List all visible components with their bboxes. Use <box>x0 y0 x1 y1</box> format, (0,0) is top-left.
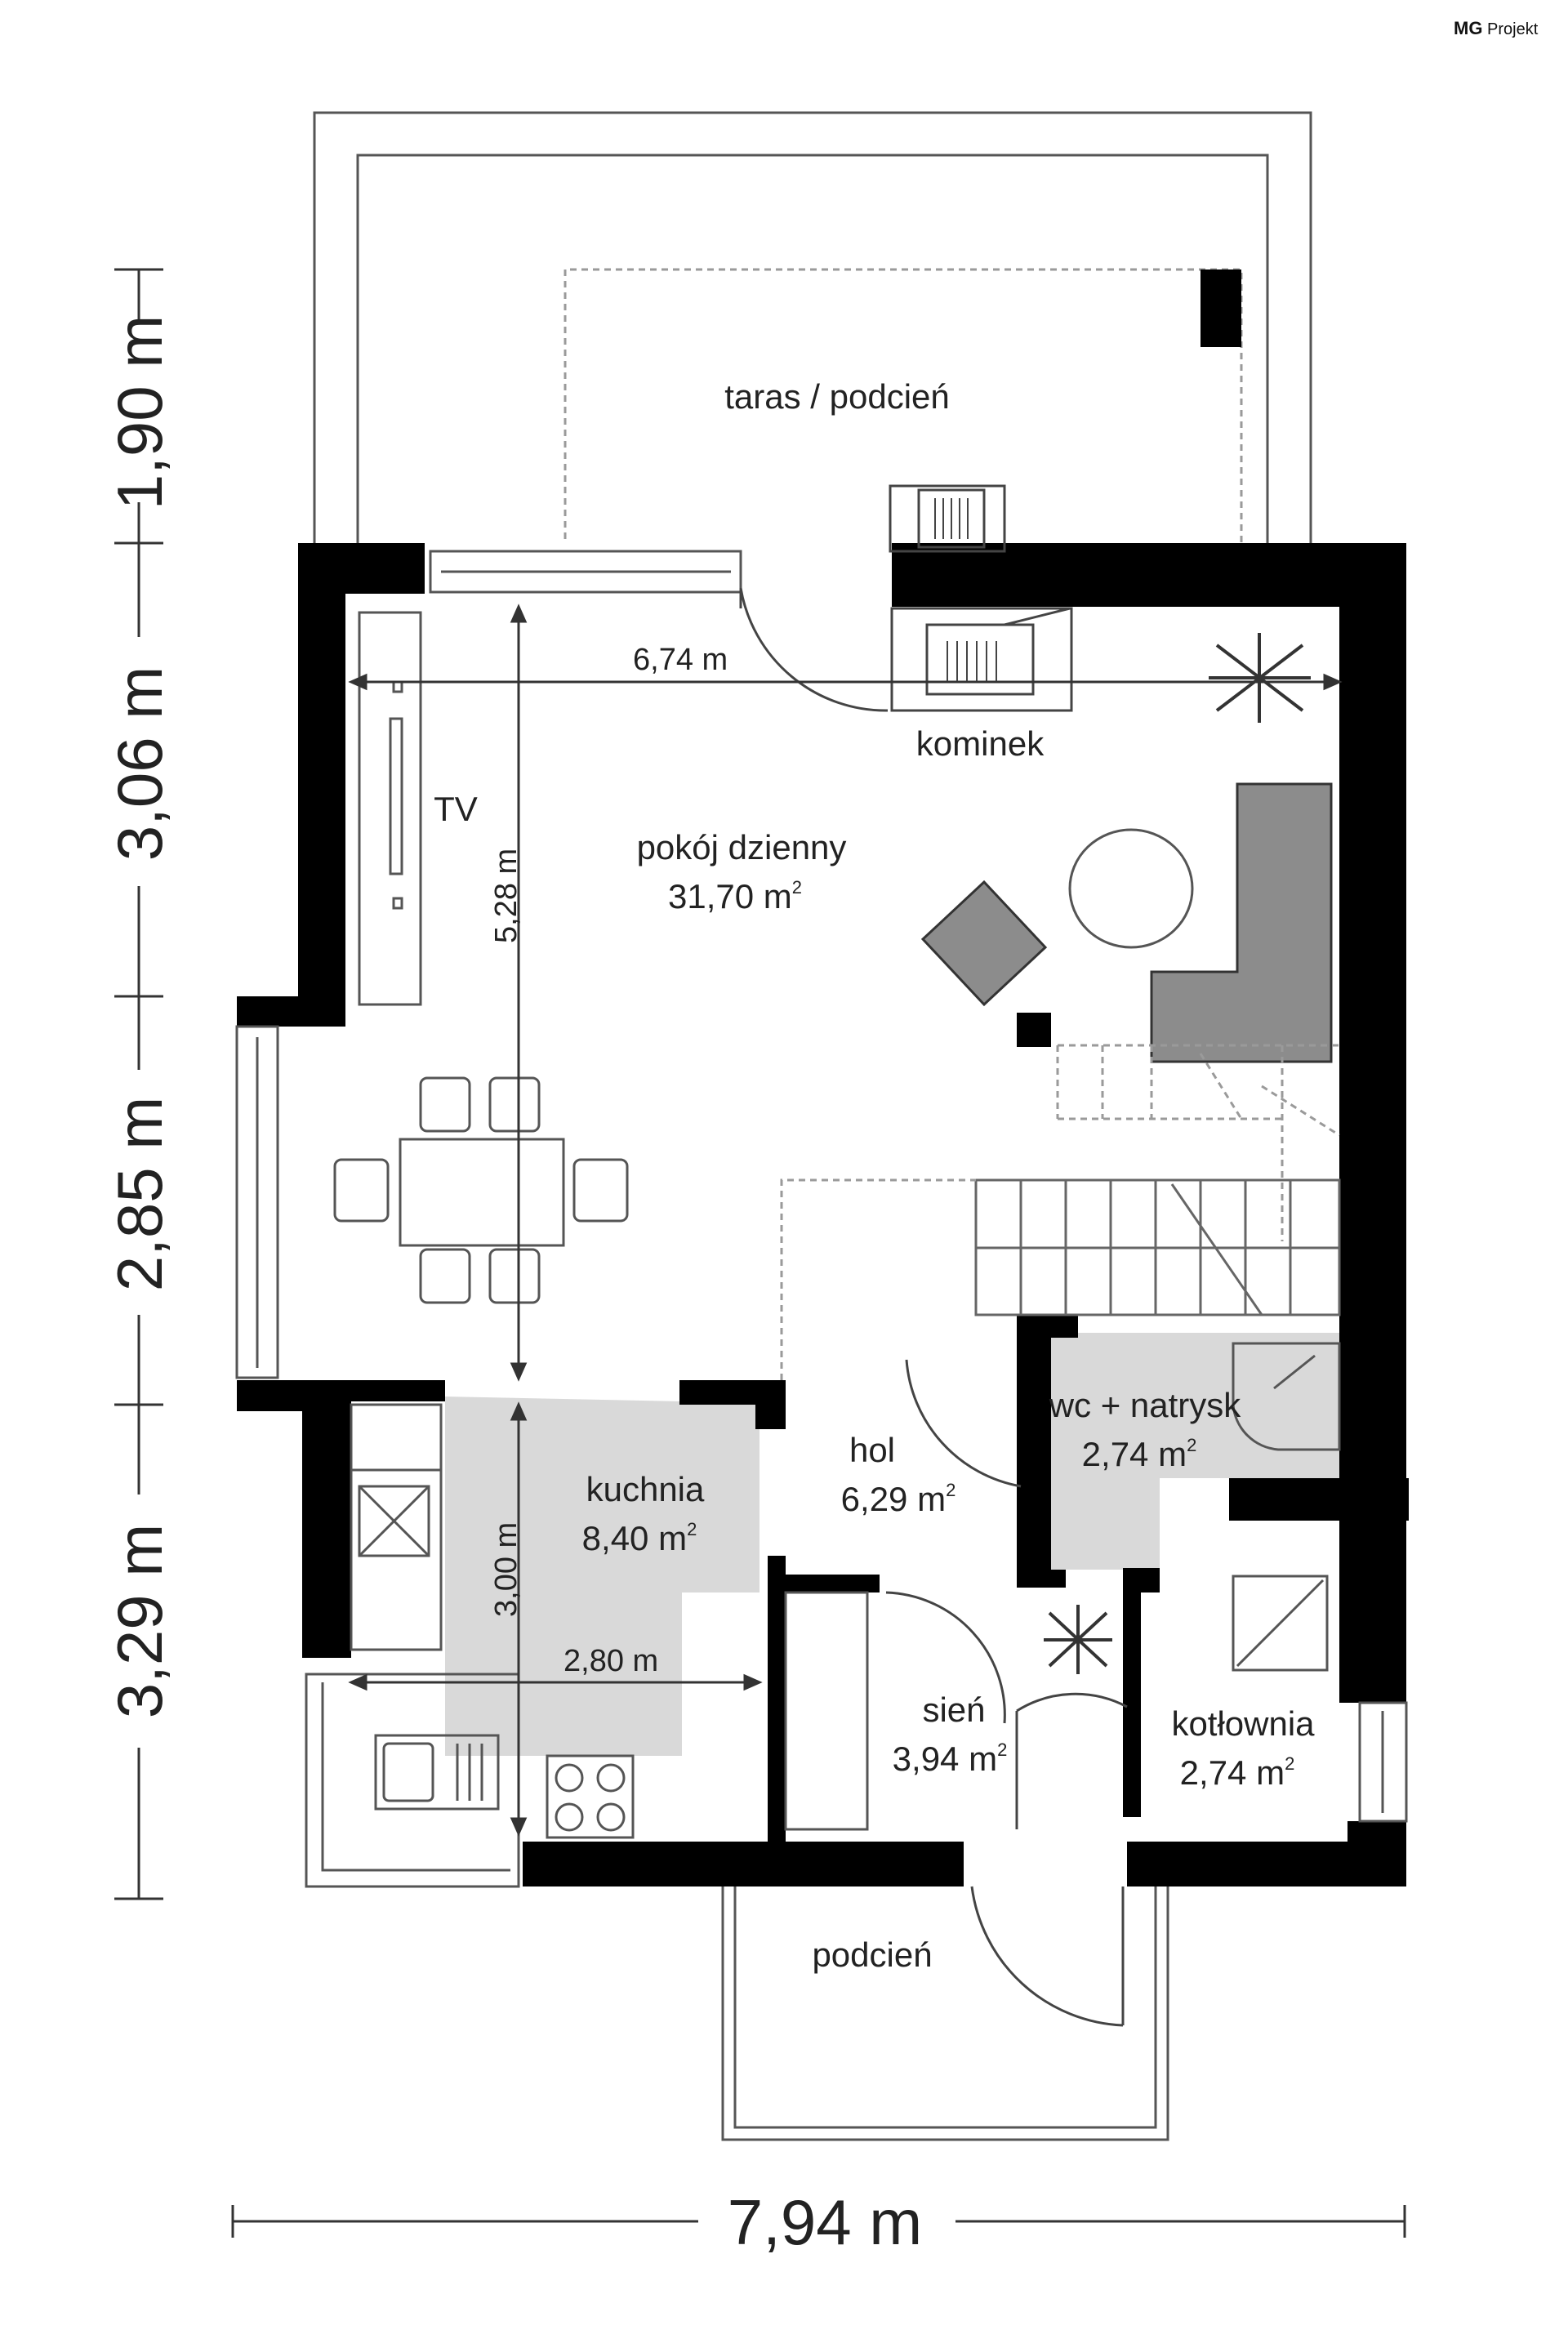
living-depth-label: 5,28 m <box>489 849 523 943</box>
kitchen-floor <box>445 1396 760 1756</box>
living-area-value: 31,70 m <box>668 877 792 915</box>
pillar <box>1017 1013 1051 1047</box>
fireplace <box>889 484 1073 712</box>
pantry-outline <box>784 1591 869 1831</box>
porch-label: podcień <box>812 1936 932 1974</box>
brand-name: Projekt <box>1487 20 1539 38</box>
wc-area-value: 2,74 m <box>1082 1435 1187 1473</box>
fireplace-label: kominek <box>916 724 1045 763</box>
boiler-area-value: 2,74 m <box>1180 1753 1285 1792</box>
kitchen-area: 8,40 m2 <box>582 1519 697 1557</box>
hall-name: hol <box>849 1431 895 1469</box>
armchair <box>920 880 1048 1007</box>
wc-name: wc + natrysk <box>1049 1386 1242 1424</box>
brand-logo: MG Projekt <box>1454 18 1538 39</box>
left-dim-2: 3,06 m <box>104 666 176 861</box>
wc-area: 2,74 m2 <box>1082 1435 1197 1473</box>
fireplace-grille <box>934 498 997 682</box>
wc-floor <box>1029 1333 1339 1570</box>
brand-mark: MG <box>1454 18 1483 38</box>
vestibule-area-sup: 2 <box>997 1740 1007 1760</box>
hall-area-sup: 2 <box>946 1480 956 1500</box>
living-room-area: 31,70 m2 <box>668 877 802 915</box>
living-room-name: pokój dzienny <box>637 828 847 866</box>
hall-area-value: 6,29 m <box>841 1480 946 1518</box>
kitchen-area-value: 8,40 m <box>582 1519 687 1557</box>
left-dim-1: 1,90 m <box>104 315 176 510</box>
terrace-label: taras / podcień <box>724 377 950 416</box>
chimney-block <box>1200 270 1241 347</box>
kitchen-name: kuchnia <box>586 1470 705 1508</box>
boiler-unit <box>1232 1575 1329 1672</box>
boiler-name: kotłownia <box>1171 1704 1315 1743</box>
plant-icon <box>1209 633 1311 723</box>
plant-icon <box>1044 1605 1112 1674</box>
vestibule-name: sień <box>922 1690 985 1729</box>
pergola-dashed <box>564 268 1243 543</box>
living-width-label: 6,74 m <box>633 643 728 677</box>
coffee-table <box>1068 828 1194 949</box>
boiler-area: 2,74 m2 <box>1180 1753 1295 1792</box>
vestibule-area: 3,94 m2 <box>893 1740 1008 1778</box>
left-dim-4: 3,29 m <box>104 1524 176 1718</box>
sink <box>374 1734 500 1811</box>
boiler-area-sup: 2 <box>1285 1753 1294 1774</box>
terrace-outline <box>313 111 1312 543</box>
kitchen-width-label: 2,80 m <box>564 1644 658 1678</box>
kitchen-counter <box>350 1403 443 1676</box>
tv-label: TV <box>434 790 478 828</box>
exterior-dimensions <box>114 268 1406 2238</box>
living-area-sup: 2 <box>792 877 802 898</box>
dining-set <box>333 1076 629 1304</box>
stove <box>546 1754 635 1839</box>
dimension-lines <box>348 604 1343 1837</box>
kitchen-depth-label: 3,00 m <box>489 1522 523 1617</box>
total-width-label: 7,94 m <box>728 2186 922 2258</box>
tv-cabinet <box>358 611 422 1006</box>
hall-area: 6,29 m2 <box>841 1480 956 1518</box>
kitchen-area-sup: 2 <box>687 1519 697 1539</box>
walls <box>237 543 1409 1886</box>
shower-tray <box>1232 1342 1341 1451</box>
wc-area-sup: 2 <box>1187 1435 1196 1455</box>
vestibule-area-value: 3,94 m <box>893 1740 997 1778</box>
left-dim-3: 2,85 m <box>104 1097 176 1291</box>
staircase-dashed <box>780 1044 1340 1380</box>
doors <box>739 587 1128 2027</box>
staircase <box>974 1178 1341 1316</box>
corner-sofa <box>1150 782 1333 1063</box>
